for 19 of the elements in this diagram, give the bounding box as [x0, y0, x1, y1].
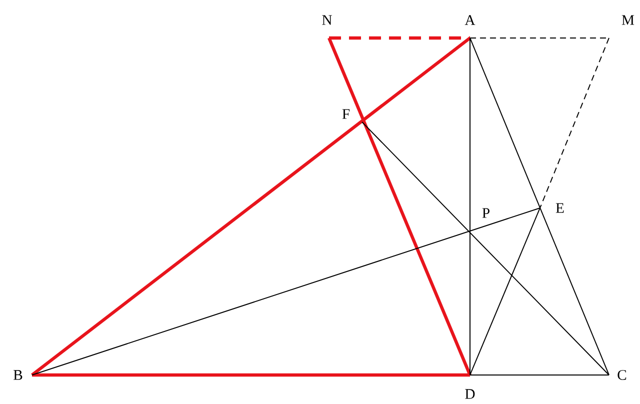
point-label: B	[14, 370, 22, 380]
point-label: A	[464, 15, 476, 25]
point-label: D	[465, 389, 475, 399]
point-label: C	[618, 370, 626, 380]
line-segment	[470, 374, 610, 376]
point-label: M	[622, 15, 634, 25]
point-label: E	[556, 203, 564, 213]
line-segment	[470, 38, 610, 376]
line-segment	[328, 37, 472, 376]
line-segment	[540, 38, 610, 208]
point-label: F	[342, 109, 350, 119]
line-segment	[32, 208, 540, 376]
point-label: P	[482, 208, 490, 218]
line-segment	[329, 36, 470, 40]
line-segment	[362, 122, 610, 376]
line-segment	[31, 36, 471, 376]
line-segment	[32, 373, 470, 377]
line-segment	[470, 208, 540, 376]
point-label: N	[322, 15, 332, 25]
